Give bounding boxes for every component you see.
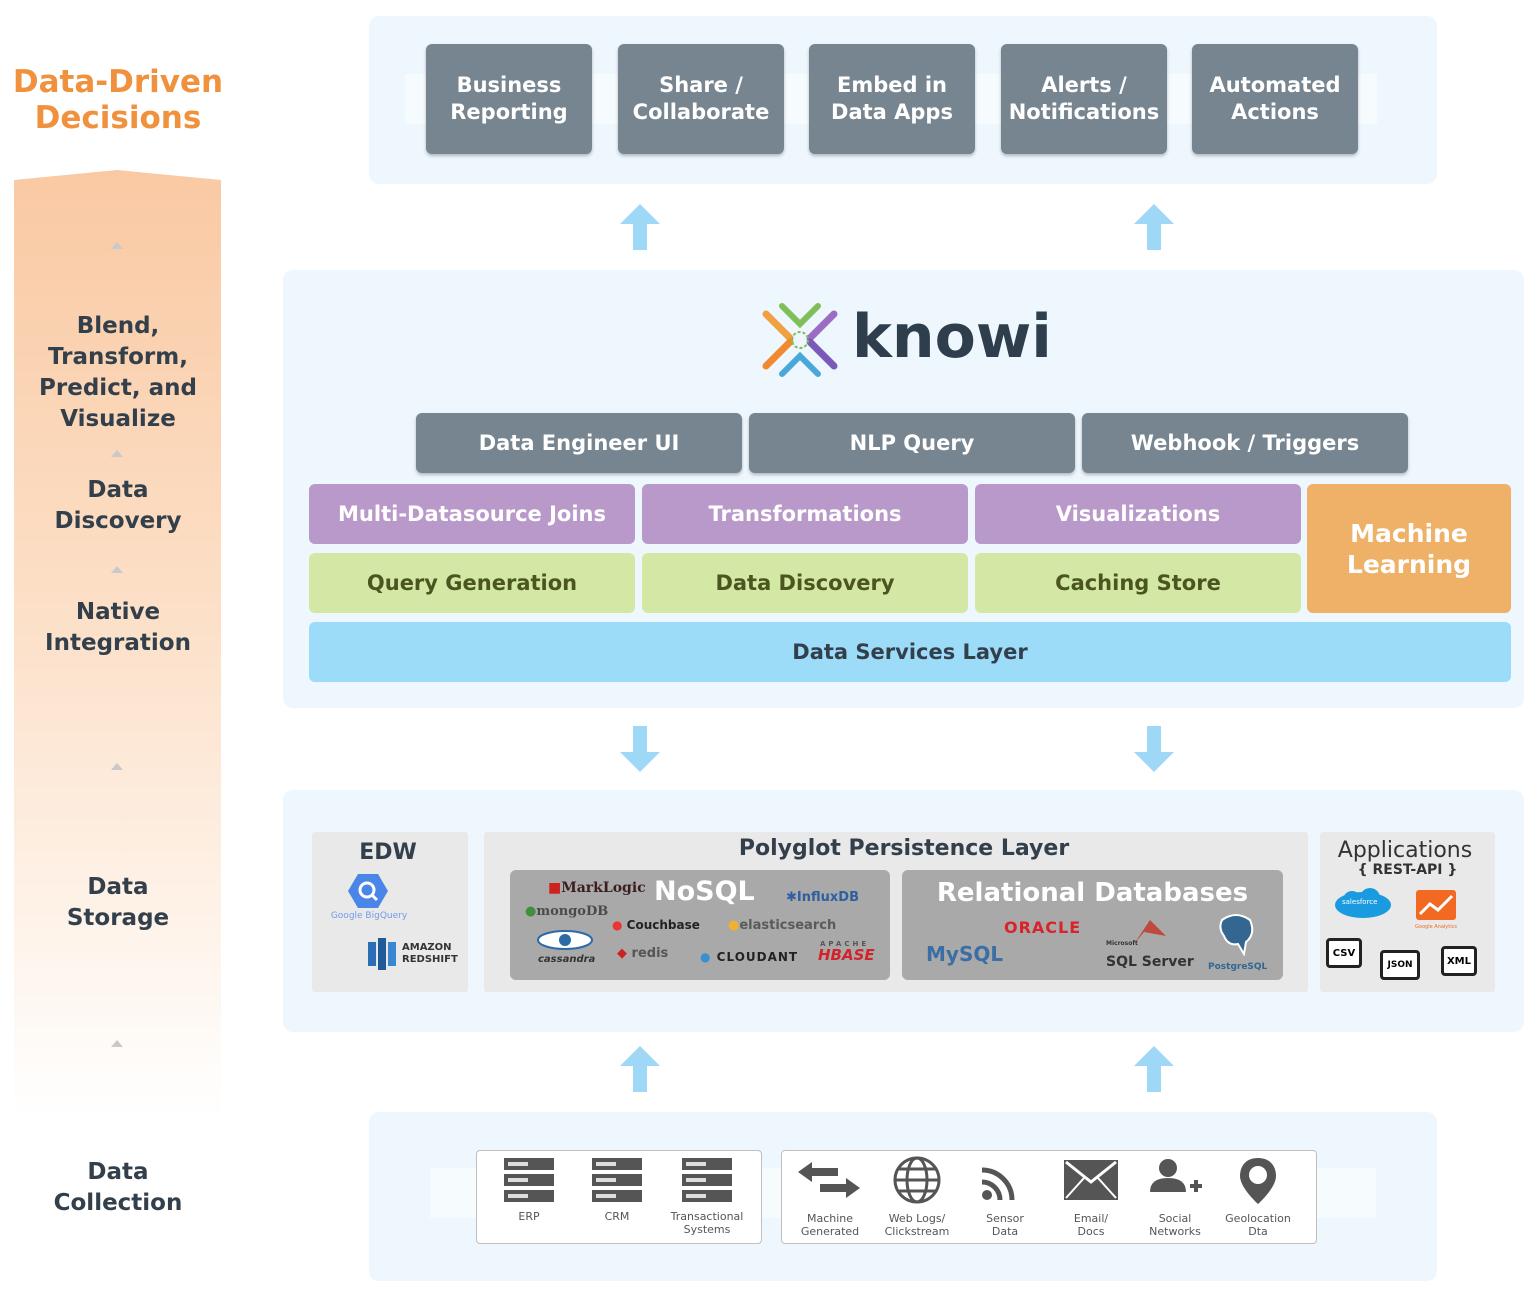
erp-label: ERP [518, 1210, 540, 1223]
alerts-notifications-button[interactable]: Alerts /Notifications [1001, 44, 1167, 154]
visualizations[interactable]: Visualizations [975, 484, 1301, 544]
user-add-icon [1150, 1159, 1202, 1192]
marklogic-logo: ■MarkLogic [548, 880, 646, 896]
nlp-query-button[interactable]: NLP Query [749, 413, 1075, 473]
map-pin-icon [1240, 1158, 1276, 1204]
web-logs-clickstream-label: Web Logs/Clickstream [884, 1212, 950, 1238]
redshift-icon [368, 938, 396, 970]
data-discovery[interactable]: Data Discovery [642, 553, 968, 613]
arrows-exchange-icon [798, 1162, 860, 1198]
knowi-logo-text: knowi [852, 302, 1052, 372]
multi-datasource-joins[interactable]: Multi-Datasource Joins [309, 484, 635, 544]
stage-data-collection: Data Collection [53, 1159, 183, 1216]
bigquery-icon [348, 874, 388, 908]
arrow-up-icon [1134, 204, 1174, 250]
arrow-down-icon [620, 726, 660, 772]
json-file-icon: JSON [1380, 950, 1420, 980]
couchbase-logo: ● Couchbase [612, 918, 700, 932]
envelope-icon [1064, 1160, 1118, 1200]
arrow-down-icon [1134, 726, 1174, 772]
rss-icon [981, 1167, 1015, 1201]
data-engineer-ui-button[interactable]: Data Engineer UI [416, 413, 742, 473]
postgresql-elephant-icon [1219, 914, 1254, 956]
mongodb-logo: ●mongoDB [525, 904, 609, 919]
globe-icon [893, 1156, 941, 1204]
apache-label: APACHE [820, 940, 870, 948]
sqlserver-icon [1134, 920, 1166, 944]
server-rack-icon [682, 1158, 732, 1202]
server-rack-icon [592, 1158, 642, 1202]
caching-store[interactable]: Caching Store [975, 553, 1301, 613]
server-rack-icon [504, 1158, 554, 1202]
caret-icon [111, 566, 123, 573]
oracle-logo: ORACLE [1004, 918, 1082, 937]
stage-native-integration: Native Integration [45, 599, 191, 656]
knowi-logo-icon [762, 303, 838, 377]
bigquery-label: Google BigQuery [330, 911, 408, 921]
cloudant-logo: ● CLOUDANT [700, 950, 799, 964]
polyglot-title: Polyglot Persistence Layer [738, 836, 1070, 861]
arrow-up-icon [1134, 1046, 1174, 1092]
arrow-up-icon [620, 204, 660, 250]
data-services-layer[interactable]: Data Services Layer [309, 622, 1511, 682]
stage-blend-transform: Blend, Transform, Predict, and Visualize [39, 313, 197, 432]
elasticsearch-logo: ●elasticsearch [728, 918, 837, 933]
relational-title: Relational Databases [936, 878, 1249, 908]
query-generation[interactable]: Query Generation [309, 553, 635, 613]
left-title: Data-Driven Decisions [12, 64, 224, 136]
nosql-title: NoSQL [654, 876, 755, 907]
caret-icon [111, 763, 123, 770]
email-docs-label: Email/Docs [1073, 1212, 1109, 1238]
caret-icon [111, 242, 123, 249]
nosql-group [510, 870, 890, 980]
google-analytics-label: Google Analytics [1415, 924, 1457, 930]
sqlserver-label: SQL Server [1106, 954, 1194, 970]
google-analytics-icon [1416, 890, 1456, 920]
webhook-triggers-button[interactable]: Webhook / Triggers [1082, 413, 1408, 473]
xml-file-icon: XML [1441, 946, 1477, 976]
postgresql-label: PostgreSQL [1208, 962, 1268, 972]
salesforce-cloud-icon [1335, 888, 1391, 918]
hbase-logo: HBASE [818, 946, 875, 964]
rest-api-label: { REST-API } [1357, 862, 1458, 878]
transformations[interactable]: Transformations [642, 484, 968, 544]
stage-data-discovery: Data Discovery [54, 477, 182, 534]
up-progress-arrow [14, 170, 221, 1120]
microsoft-label: Microsoft [1106, 940, 1138, 947]
crm-label: CRM [604, 1210, 630, 1223]
csv-file-icon: CSV [1326, 938, 1362, 968]
redis-logo: ◆ redis [617, 946, 669, 961]
cassandra-label: cassandra [538, 954, 596, 965]
external-sources-group [781, 1150, 1317, 1244]
edw-title: EDW [359, 840, 417, 865]
share-collaborate-button[interactable]: Share /Collaborate [618, 44, 784, 154]
arrow-up-icon [620, 1046, 660, 1092]
salesforce-label: salesforce [1342, 898, 1378, 906]
mysql-logo: MySQL [926, 942, 1004, 966]
caret-icon [111, 1040, 123, 1047]
influxdb-logo: ✱InfluxDB [786, 890, 859, 905]
cassandra-eye-icon [537, 930, 593, 950]
stage-data-storage: Data Storage [66, 874, 170, 931]
applications-title: Applications [1337, 838, 1473, 863]
caret-icon [111, 450, 123, 457]
